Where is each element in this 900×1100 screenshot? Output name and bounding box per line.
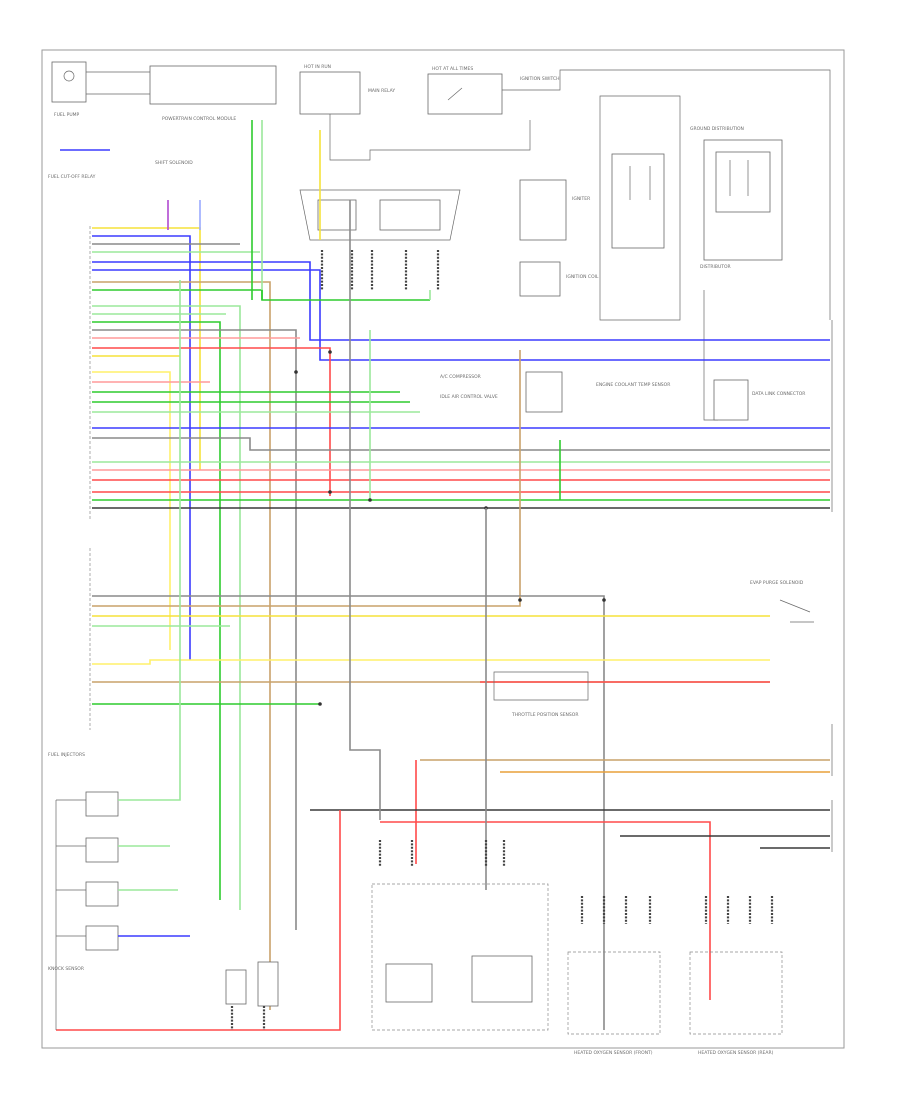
shift-solenoid-label: SHIFT SOLENOID bbox=[155, 160, 193, 166]
ignition-coil-block: IGNITER IGNITION COIL bbox=[519, 179, 599, 297]
igniter-connector-posts bbox=[320, 250, 440, 290]
pcm-lower-module bbox=[371, 840, 549, 1031]
fuel-cutoff-relay-label: FUEL CUT-OFF RELAY bbox=[48, 174, 96, 180]
oxygen-sensor-front: HEATED OXYGEN SENSOR (FRONT) bbox=[567, 896, 661, 1056]
knock-sensor-label: KNOCK SENSOR bbox=[48, 966, 84, 972]
fuel-pump-label: FUEL PUMP bbox=[54, 112, 80, 118]
main-relay-label: MAIN RELAY bbox=[368, 88, 395, 94]
o2-front-label: HEATED OXYGEN SENSOR (FRONT) bbox=[574, 1050, 653, 1056]
ect-sensor-label: ENGINE COOLANT TEMP SENSOR bbox=[596, 382, 670, 388]
fuel-injectors-group: FUEL INJECTORS bbox=[48, 280, 190, 1030]
tps-label: THROTTLE POSITION SENSOR bbox=[511, 712, 578, 718]
pcm-top-connector: POWERTRAIN CONTROL MODULE bbox=[86, 65, 277, 122]
lower-wire-bus bbox=[56, 200, 830, 1031]
hot-at-all-times-label: HOT AT ALL TIMES bbox=[432, 66, 473, 72]
evap-purge-block: EVAP PURGE SOLENOID bbox=[750, 580, 814, 623]
data-link-connector-block bbox=[713, 379, 749, 421]
evap-purge-label: EVAP PURGE SOLENOID bbox=[750, 580, 804, 586]
bottom-relays bbox=[225, 961, 279, 1030]
ac-compressor-label: A/C COMPRESSOR bbox=[440, 374, 481, 380]
main-relay-block: HOT IN RUN MAIN RELAY bbox=[299, 64, 395, 115]
igniter-block bbox=[299, 189, 461, 241]
igniter-label: IGNITER bbox=[572, 196, 590, 202]
o2-rear-label: HEATED OXYGEN SENSOR (REAR) bbox=[698, 1050, 774, 1056]
data-link-connector-label: DATA LINK CONNECTOR bbox=[752, 391, 805, 397]
ect-sensor-block bbox=[525, 371, 563, 413]
distributor-label: DISTRIBUTOR bbox=[700, 264, 731, 270]
upper-wire-bus bbox=[92, 120, 830, 1010]
hot-in-run-label: HOT IN RUN bbox=[304, 64, 331, 70]
ignition-switch-block: HOT AT ALL TIMES IGNITION SWITCH bbox=[427, 66, 560, 115]
fuel-injectors-label: FUEL INJECTORS bbox=[48, 752, 85, 758]
distributor-block: DISTRIBUTOR GROUND DISTRIBUTION bbox=[599, 95, 783, 321]
ignition-switch-label: IGNITION SWITCH bbox=[520, 76, 560, 82]
ground-distribution-label: GROUND DISTRIBUTION bbox=[690, 126, 744, 132]
idle-air-control-label: IDLE AIR CONTROL VALVE bbox=[440, 394, 498, 400]
lower-bus-junctions bbox=[318, 598, 606, 706]
oxygen-sensor-rear: HEATED OXYGEN SENSOR (REAR) bbox=[689, 896, 783, 1056]
throttle-position-sensor-block: THROTTLE POSITION SENSOR bbox=[493, 671, 589, 718]
pcm-label: POWERTRAIN CONTROL MODULE bbox=[162, 116, 236, 122]
ignition-coil-label: IGNITION COIL bbox=[566, 274, 599, 280]
fuel-pump-block: FUEL PUMP bbox=[51, 61, 87, 118]
diagram-frame bbox=[41, 49, 845, 1049]
